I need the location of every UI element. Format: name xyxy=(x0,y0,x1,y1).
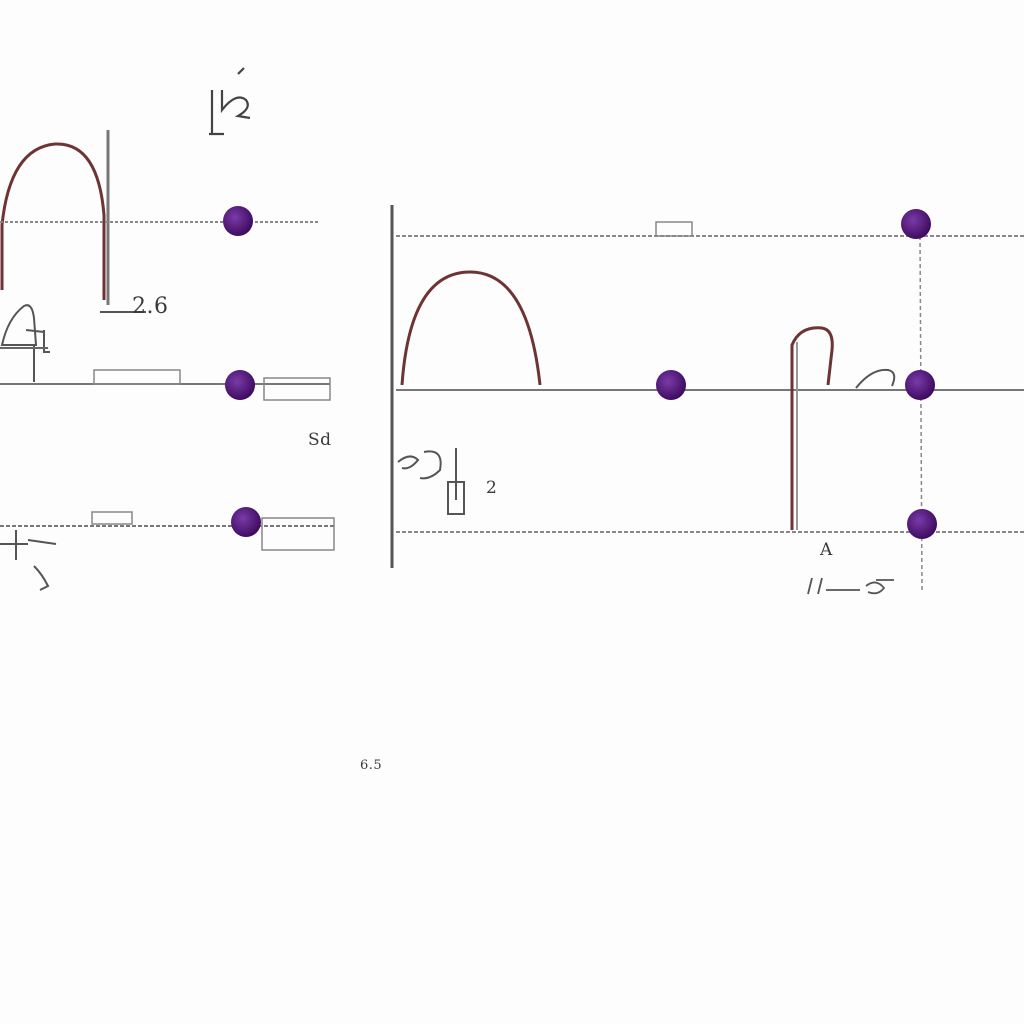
bell-sketch xyxy=(0,304,50,382)
mound-sketch xyxy=(855,368,896,389)
tag-sketch-1 xyxy=(93,369,181,385)
right-node-bottom[interactable] xyxy=(907,509,937,539)
label-marker-a: A xyxy=(820,540,833,560)
left-panel xyxy=(0,67,335,591)
right-node-mid-right[interactable] xyxy=(905,370,935,400)
label-value-b: 2 xyxy=(486,478,498,498)
label-value-a: 2.6 xyxy=(132,294,169,319)
tag-sketch-4 xyxy=(261,517,335,551)
label-value-c: 6.5 xyxy=(360,758,383,773)
left-node-3[interactable] xyxy=(231,507,261,537)
left-arc xyxy=(0,142,106,300)
top-tag-sketch xyxy=(655,221,693,237)
left-node-2[interactable] xyxy=(225,370,255,400)
right-arc xyxy=(400,270,542,386)
right-node-mid-left[interactable] xyxy=(656,370,686,400)
right-hook xyxy=(790,326,834,530)
right-panel xyxy=(390,205,1024,595)
right-node-top[interactable] xyxy=(901,209,931,239)
bottom-left-glyph xyxy=(0,530,57,591)
bottom-caption-sketch xyxy=(807,577,894,595)
tag-sketch-3 xyxy=(91,511,133,525)
mid-glyph-sketch xyxy=(397,448,465,515)
tag-sketch-2 xyxy=(263,377,331,401)
label-sd: Sd xyxy=(308,430,332,450)
left-node-1[interactable] xyxy=(223,206,253,236)
top-glyph-sketch xyxy=(209,67,251,136)
